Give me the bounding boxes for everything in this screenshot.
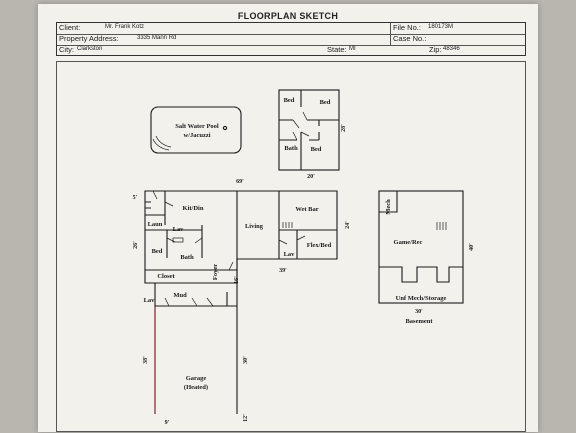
dim-30-basement: 30' [415,309,423,315]
wet-bar-label: Wet Bar [295,206,318,213]
pool-sublabel: w/Jacuzzi [183,132,210,139]
bed-left-label: Bed [152,248,163,255]
floorplan-sheet: FLOORPLAN SKETCH Client: Mr. Frank Kotz … [38,4,538,432]
state-label: State: [327,45,347,54]
dim-69: 69' [236,179,244,185]
city-label: City: [59,45,74,54]
dim-9: 9' [165,420,170,426]
basement-label: Basement [405,318,433,325]
mech-label: Mech [385,199,392,215]
laundry-label: Laun [148,221,163,228]
dim-20: 20' [307,174,315,180]
pool-jacuzzi-mark [222,125,228,131]
upper-bedroom-block [278,89,340,171]
dim-38: 38' [143,356,149,364]
dim-12: 12' [243,414,249,422]
upper-door-swings [292,111,310,141]
wet-bar-stools [282,222,293,228]
header-table: Client: Mr. Frank Kotz File No.: 180173M… [56,22,526,56]
garage-walls [154,306,238,414]
dim-39: 39' [279,268,287,274]
pool-label: Salt Water Pool [175,123,219,130]
state-value: MI [349,46,356,52]
dim-5: 5' [133,195,138,201]
dim-24: 24' [345,221,351,229]
bath-upper-label: Bath [284,145,298,152]
bed-bottom-right-label: Bed [311,146,322,153]
bed-top-left-label: Bed [284,97,295,104]
header-row-address: Property Address: 3335 Mann Rd Case No.: [57,34,525,46]
plan-frame: Salt Water Pool w/Jacuzzi Bed Bed Bath B… [56,61,526,432]
foyer-label: Foyer [212,264,219,280]
garage-label: Garage [186,375,207,382]
upper-block-walls [279,90,339,170]
client-value: Mr. Frank Kotz [105,24,145,30]
address-value: 3335 Mann Rd [137,35,177,41]
basement-stairs [436,222,447,230]
basement-outline [378,190,464,304]
header-divider [390,23,391,45]
address-label: Property Address: [59,34,119,43]
sheet-title: FLOORPLAN SKETCH [237,11,339,21]
flex-bed-label: Flex/Bed [307,242,332,249]
bath-left-label: Bath [180,254,194,261]
lav-right-label: Lav [284,251,296,258]
lav-top-label: Lav [173,226,185,233]
bed-top-right-label: Bed [320,99,331,106]
mud-label: Mud [173,292,187,299]
lav-mud-label: Lav [144,297,156,304]
header-row-city: City: Clarkston State: MI Zip: 48346 [57,45,525,56]
main-floor-outline [144,190,338,284]
file-no-label: File No.: [393,23,421,32]
mud-door-swings [164,297,214,307]
unf-mech-label: Unf Mech/Storage [396,295,447,302]
main-door-swings [152,190,306,271]
basement-interior-walls [379,191,463,283]
laundry-fixture [145,201,151,209]
dim-16: 16' [234,276,240,284]
bath-tub [172,237,184,243]
dim-26: 26' [133,241,139,249]
floorplan-drawing: Salt Water Pool w/Jacuzzi Bed Bed Bath B… [133,89,475,426]
game-rec-label: Game/Rec [394,239,423,246]
client-label: Client: [59,23,81,32]
city-value: Clarkston [77,46,103,52]
closet-label: Closet [157,273,175,280]
pool-outline [150,106,242,154]
main-floor-walls [145,191,337,283]
garage-sublabel: (Heated) [184,384,208,391]
dim-28: 28' [341,124,347,132]
zip-label: Zip: [429,45,442,54]
living-label: Living [245,223,264,230]
header-row-client: Client: Mr. Frank Kotz File No.: 180173M [57,23,525,35]
dim-30-garage: 30' [243,356,249,364]
zip-value: 48346 [443,46,460,52]
dim-40: 40' [469,243,475,251]
case-no-label: Case No.: [393,34,427,43]
kit-din-label: Kit/Din [183,205,204,212]
pool-steps [152,135,172,151]
file-no-value: 180173M [428,24,454,30]
